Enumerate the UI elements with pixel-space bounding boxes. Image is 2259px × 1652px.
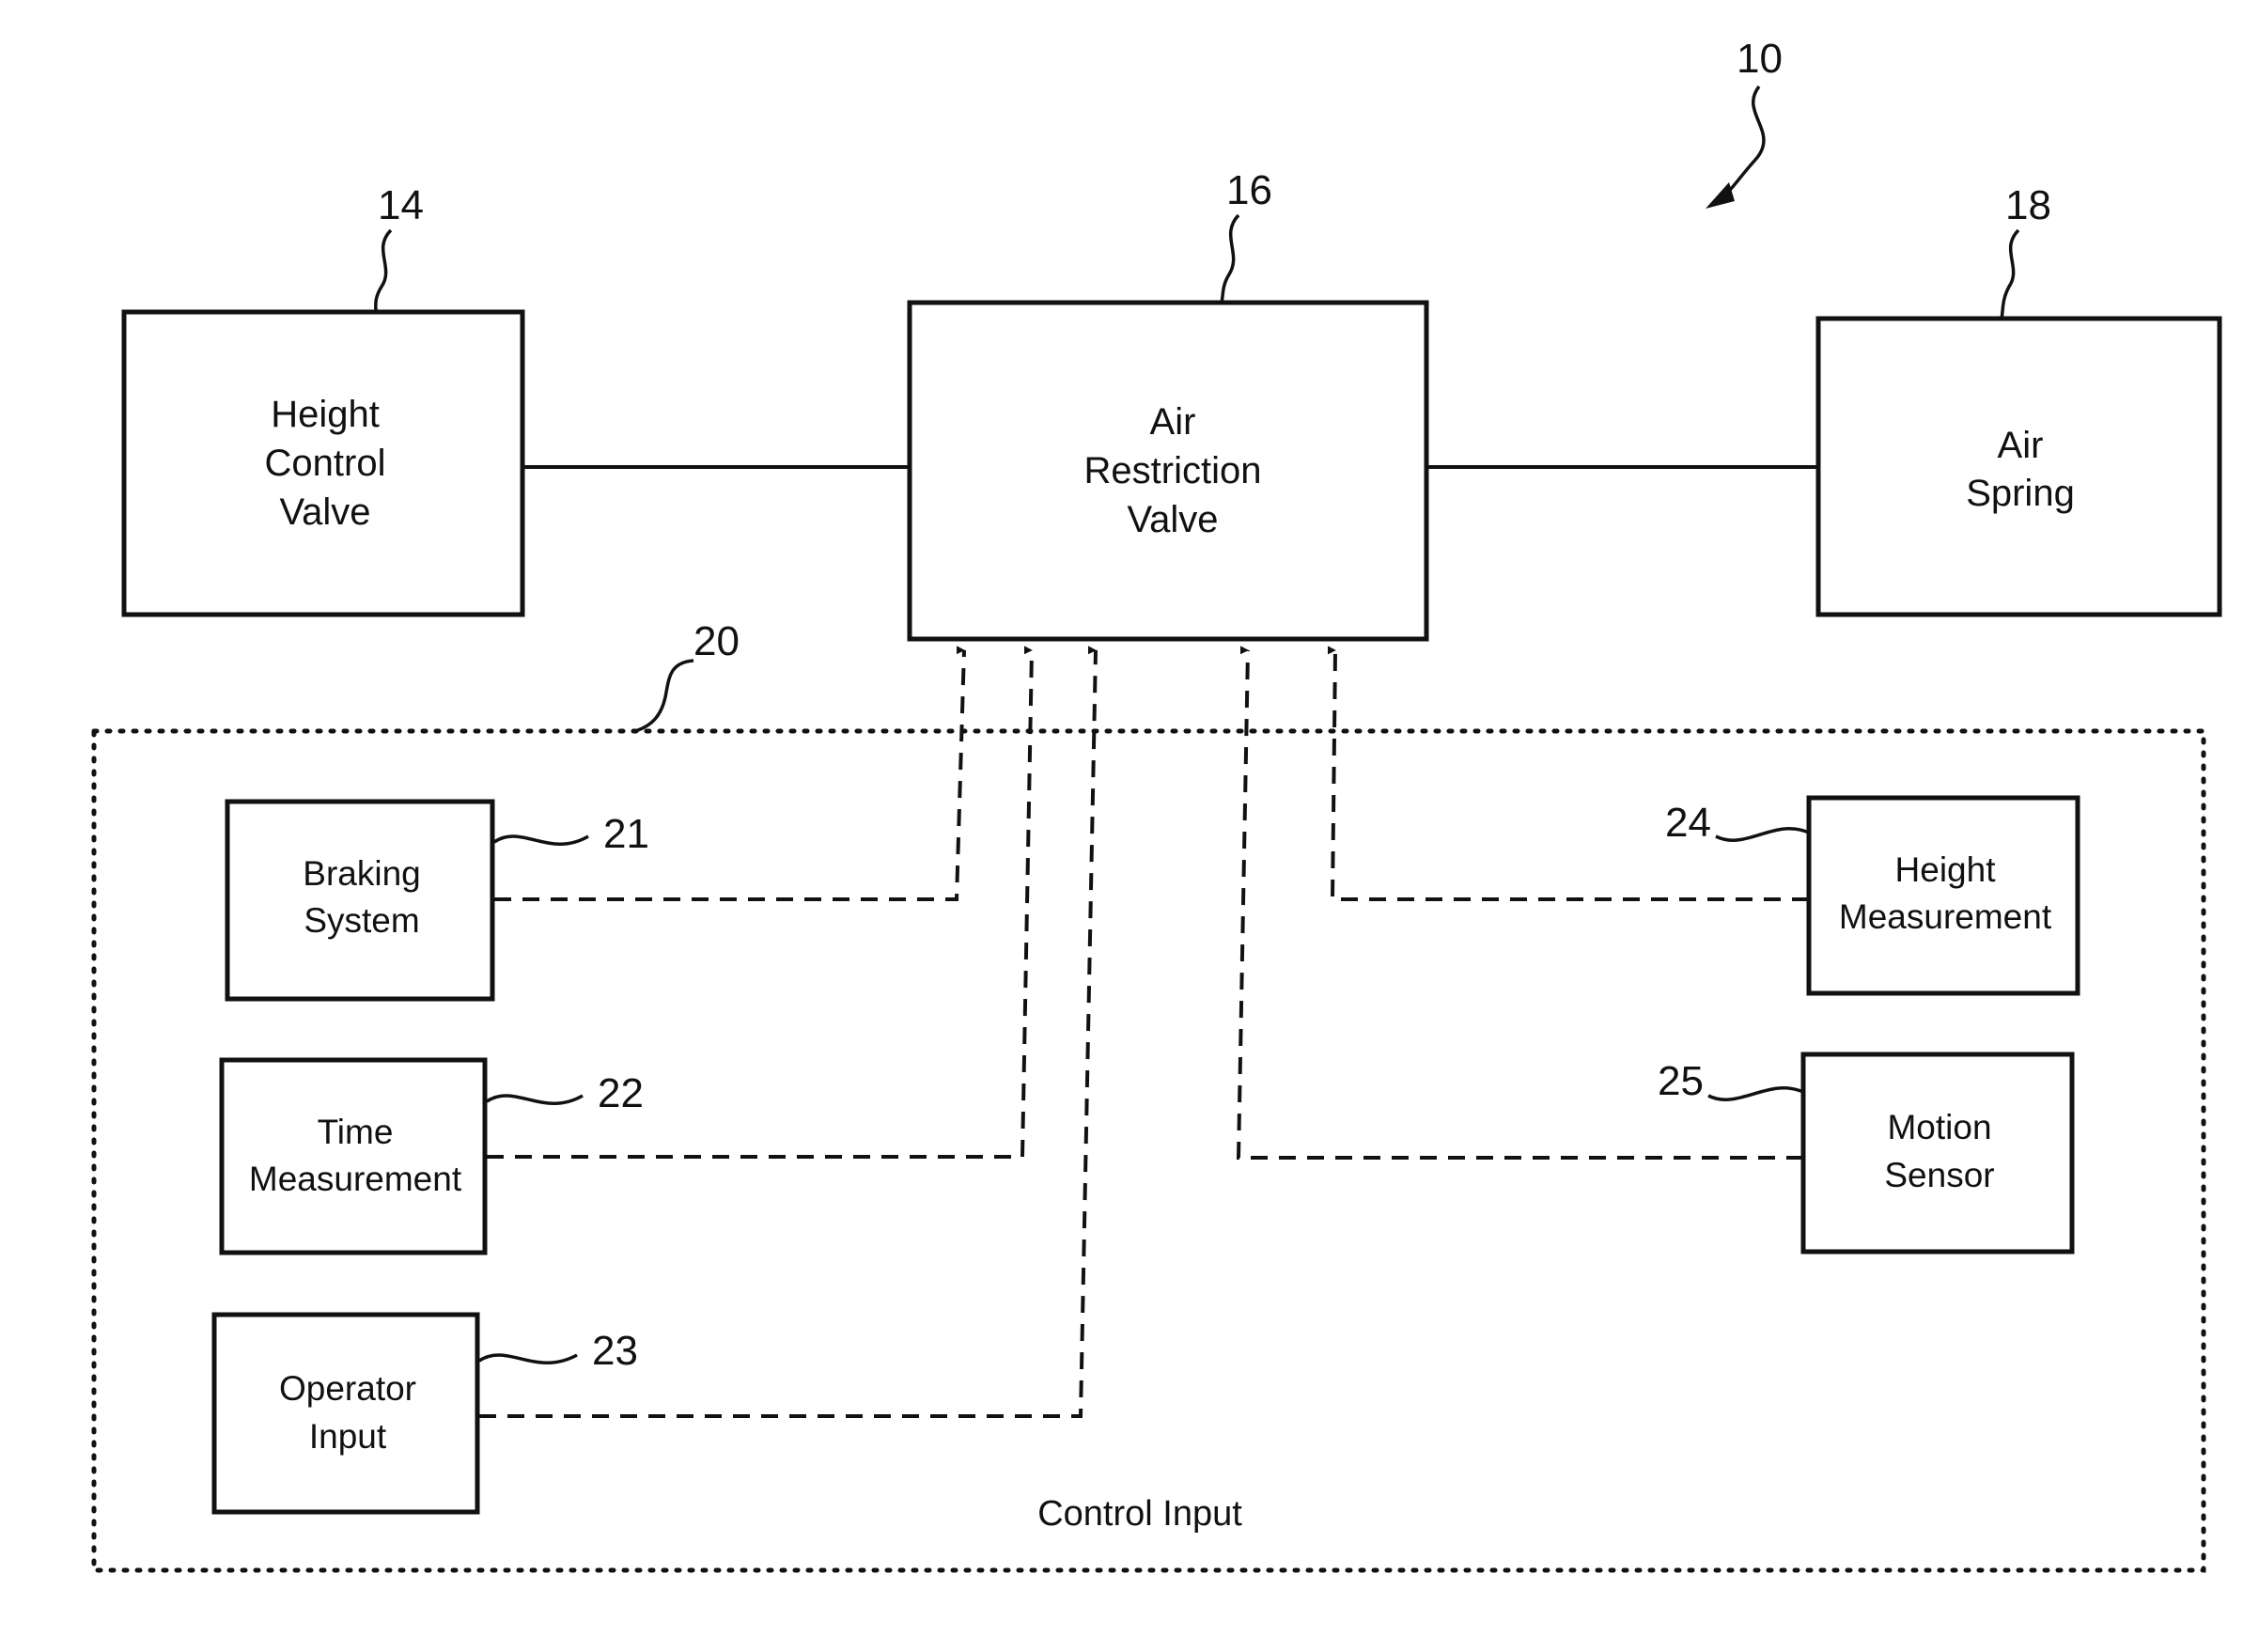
motion-sensor-block: Motion Sensor [1803, 1054, 2072, 1252]
leader-control-input [635, 661, 693, 731]
leader-air-restriction-valve [1222, 215, 1239, 303]
signal-braking-system [494, 650, 964, 899]
ref-height-measurement: 24 [1665, 800, 1711, 846]
ref-braking-system: 21 [603, 811, 649, 857]
braking-system-block: Braking System [227, 802, 492, 999]
height-measurement-line-2: Measurement [1839, 897, 2052, 936]
air-restriction-valve-line-3: Valve [1127, 499, 1218, 540]
ref-system: 10 [1737, 36, 1783, 82]
time-measurement-line-2: Measurement [249, 1160, 462, 1198]
leader-operator-input [479, 1355, 577, 1363]
air-restriction-valve-block: Air Restriction Valve [910, 303, 1426, 639]
time-measurement-line-1: Time [318, 1113, 394, 1151]
air-restriction-valve-line-1: Air [1150, 401, 1196, 443]
air-spring-block: Air Spring [1818, 319, 2220, 615]
operator-input-line-1: Operator [279, 1369, 416, 1408]
signal-height-measurement [1332, 650, 1809, 899]
height-control-valve-line-1: Height [271, 394, 380, 435]
time-measurement-block: Time Measurement [222, 1060, 485, 1253]
leader-air-spring [2002, 230, 2018, 319]
ref-air-restriction-valve: 16 [1226, 167, 1272, 213]
ref-height-control-valve: 14 [378, 182, 424, 228]
air-restriction-valve-line-2: Restriction [1084, 450, 1262, 491]
leader-height-control-valve [376, 230, 391, 312]
system-leader-arrow [1718, 86, 1764, 202]
height-control-valve-line-2: Control [265, 443, 386, 484]
braking-system-line-2: System [304, 901, 419, 940]
leader-height-measurement [1716, 829, 1809, 840]
ref-time-measurement: 22 [598, 1070, 644, 1116]
control-input-label: Control Input [1037, 1494, 1242, 1534]
signal-operator-input [479, 650, 1096, 1416]
ref-control-input: 20 [693, 618, 740, 664]
ref-operator-input: 23 [592, 1328, 638, 1374]
leader-time-measurement [487, 1096, 583, 1103]
system-arrowhead [1706, 182, 1735, 209]
leader-motion-sensor [1708, 1088, 1803, 1099]
ref-motion-sensor: 25 [1658, 1058, 1704, 1104]
motion-sensor-line-1: Motion [1887, 1108, 1991, 1146]
leader-braking-system [494, 836, 588, 844]
height-measurement-block: Height Measurement [1809, 798, 2078, 993]
motion-sensor-line-2: Sensor [1884, 1156, 1994, 1194]
air-spring-line-1: Air [1998, 425, 2044, 466]
height-control-valve-line-3: Valve [279, 491, 370, 533]
operator-input-block: Operator Input [214, 1315, 477, 1512]
height-control-valve-block: Height Control Valve [124, 312, 522, 615]
height-measurement-line-1: Height [1895, 850, 1997, 889]
air-spring-line-2: Spring [1966, 473, 2075, 514]
braking-system-line-1: Braking [303, 854, 420, 893]
signal-time-measurement [487, 650, 1032, 1157]
signal-motion-sensor [1239, 650, 1803, 1158]
ref-air-spring: 18 [2005, 182, 2051, 228]
operator-input-line-2: Input [309, 1417, 387, 1456]
